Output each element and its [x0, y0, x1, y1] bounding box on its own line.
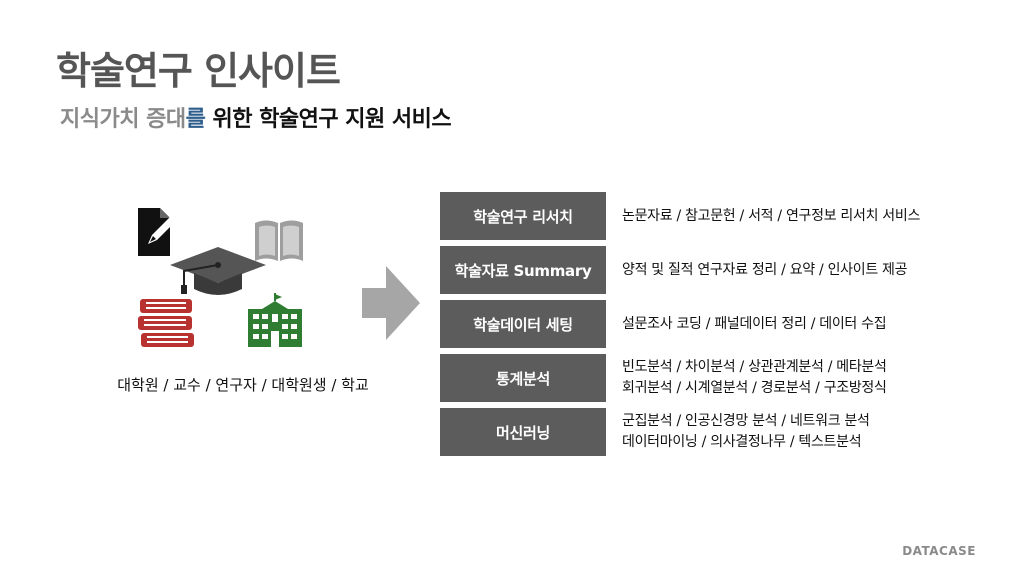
book-stack-icon	[138, 299, 194, 347]
service-description-line: 설문조사 코딩 / 패널데이터 정리 / 데이터 수집	[622, 315, 887, 332]
audience-illustration	[130, 205, 310, 355]
service-description: 군집분석 / 인공신경망 분석 / 네트워크 분석 데이터마이닝 / 의사결정나…	[622, 408, 1002, 456]
service-description-line: 회귀분석 / 시계열분석 / 경로분석 / 구조방정식	[622, 380, 887, 396]
service-box: 머신러닝	[440, 408, 606, 456]
audience-label: 대학원 / 교수 / 연구자 / 대학원생 / 학교	[117, 376, 369, 394]
service-description-line: 양적 및 질적 연구자료 정리 / 요약 / 인사이트 제공	[622, 261, 908, 278]
service-description-line: 빈도분석 / 차이분석 / 상관관계분석 / 메타분석	[622, 359, 887, 375]
service-box: 학술데이터 세팅	[440, 300, 606, 348]
service-description-line: 논문자료 / 참고문헌 / 서적 / 연구정보 리서치 서비스	[622, 207, 921, 224]
page-subtitle: 지식가치 증대를 위한 학술연구 지원 서비스	[60, 101, 452, 133]
right-arrow-icon	[362, 266, 420, 340]
graduation-cap-icon	[170, 247, 266, 295]
subtitle-part1: 지식가치 증대	[60, 107, 186, 132]
page-title: 학술연구 인사이트	[56, 49, 341, 93]
service-row-summary: 학술자료 Summary 양적 및 질적 연구자료 정리 / 요약 / 인사이트…	[440, 246, 1000, 294]
service-description-line: 데이터마이닝 / 의사결정나무 / 텍스트분석	[622, 434, 862, 450]
document-pen-icon	[138, 208, 177, 256]
service-description: 논문자료 / 참고문헌 / 서적 / 연구정보 리서치 서비스	[622, 192, 1002, 240]
service-box: 통계분석	[440, 354, 606, 402]
service-row-statistics: 통계분석 빈도분석 / 차이분석 / 상관관계분석 / 메타분석 회귀분석 / …	[440, 354, 1000, 402]
service-row-machine-learning: 머신러닝 군집분석 / 인공신경망 분석 / 네트워크 분석 데이터마이닝 / …	[440, 408, 1000, 456]
open-book-icon	[255, 220, 303, 261]
service-row-research: 학술연구 리서치 논문자료 / 참고문헌 / 서적 / 연구정보 리서치 서비스	[440, 192, 1000, 240]
service-description: 설문조사 코딩 / 패널데이터 정리 / 데이터 수집	[622, 300, 1002, 348]
subtitle-part3: 위한 학술연구 지원 서비스	[205, 107, 452, 132]
service-box: 학술연구 리서치	[440, 192, 606, 240]
service-row-data-setting: 학술데이터 세팅 설문조사 코딩 / 패널데이터 정리 / 데이터 수집	[440, 300, 1000, 348]
service-description: 양적 및 질적 연구자료 정리 / 요약 / 인사이트 제공	[622, 246, 1002, 294]
service-box: 학술자료 Summary	[440, 246, 606, 294]
brand-logo-text: DATACASE	[902, 544, 976, 558]
school-building-icon	[248, 293, 302, 347]
subtitle-part2: 를	[185, 107, 206, 132]
service-description-line: 군집분석 / 인공신경망 분석 / 네트워크 분석	[622, 413, 870, 429]
service-description: 빈도분석 / 차이분석 / 상관관계분석 / 메타분석 회귀분석 / 시계열분석…	[622, 354, 1002, 402]
